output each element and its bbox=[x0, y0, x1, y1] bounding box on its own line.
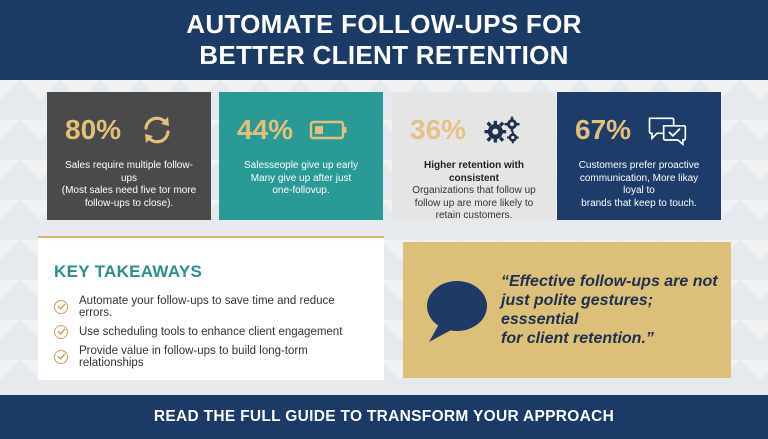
quote-panel: “Effective follow-ups are not just polit… bbox=[403, 242, 731, 378]
takeaway-text: Use scheduling tools to enhance client e… bbox=[79, 325, 343, 338]
takeaways-title: KEY TAKEAWAYS bbox=[54, 262, 203, 281]
stat-text-line: Higher retention with consistent bbox=[424, 160, 524, 184]
list-item: Automate your follow-ups to save time an… bbox=[54, 294, 366, 319]
stat-text-line: Many give up after just bbox=[250, 172, 352, 184]
stat-value: 67% bbox=[575, 114, 632, 145]
chat-bubbles-check-icon bbox=[647, 112, 687, 148]
stat-text-line: Organizations that follow up bbox=[412, 185, 536, 196]
stat-text-line: communication, More likay loyal to bbox=[579, 172, 699, 197]
quote-line: for client retention.” bbox=[501, 330, 654, 347]
stats-row: 80% Sales require multiple follow-ups (M… bbox=[47, 92, 721, 221]
refresh-cycle-icon bbox=[137, 112, 177, 148]
speech-bubble-icon bbox=[417, 272, 493, 348]
gears-icon bbox=[482, 112, 522, 148]
list-item: Use scheduling tools to enhance client e… bbox=[54, 319, 366, 344]
page-title-line-2: BETTER CLIENT RETENTION bbox=[199, 40, 569, 70]
stat-text-line: retain customers. bbox=[435, 210, 513, 221]
footer-cta-banner[interactable]: READ THE FULL GUIDE TO TRANSFORM YOUR AP… bbox=[0, 395, 768, 439]
stat-text-line: (Most sales need five tor more bbox=[61, 185, 197, 196]
check-circle-icon bbox=[54, 349, 68, 364]
stat-text-line: Customers prefer proactive bbox=[578, 160, 700, 171]
read-guide-link[interactable]: READ THE FULL GUIDE TO TRANSFORM YOUR AP… bbox=[153, 408, 615, 425]
stat-text-line: one-follovup. bbox=[272, 185, 330, 196]
check-circle-icon bbox=[54, 299, 68, 314]
stat-text-line: Salesseople give up early bbox=[244, 160, 358, 171]
stat-card-give-up-early: 44% Salesseople give up early Many give … bbox=[219, 92, 383, 220]
check-circle-icon bbox=[54, 324, 68, 339]
quote-line: just polite gestures; esssential bbox=[501, 292, 654, 328]
takeaway-text: Automate your follow-ups to save time an… bbox=[79, 294, 335, 319]
header-banner: AUTOMATE FOLLOW-UPS FOR BETTER CLIENT RE… bbox=[0, 0, 768, 80]
quote-line: “Effective follow-ups are not bbox=[501, 273, 718, 290]
quote-text: “Effective follow-ups are not just polit… bbox=[501, 272, 731, 348]
stat-card-proactive-communication: 67% Customers prefer proactive communica… bbox=[557, 92, 721, 220]
page-title-line-1: AUTOMATE FOLLOW-UPS FOR bbox=[186, 9, 582, 39]
stat-value: 80% bbox=[65, 114, 122, 145]
stat-value: 44% bbox=[237, 114, 294, 145]
stat-value: 36% bbox=[410, 114, 467, 145]
stat-text-line: follow up are more likely to bbox=[414, 197, 534, 209]
stat-card-sales-followups: 80% Sales require multiple follow-ups (M… bbox=[47, 92, 211, 220]
list-item: Provide value in follow-ups to build lon… bbox=[54, 344, 366, 369]
key-takeaways-panel: KEY TAKEAWAYS Automate your follow-ups t… bbox=[38, 236, 384, 380]
stat-text-line: brands that keep to touch. bbox=[581, 197, 697, 209]
stat-text-line: Sales require multiple follow-ups bbox=[65, 160, 193, 184]
low-battery-icon bbox=[309, 112, 349, 148]
stat-card-higher-retention: 36% bbox=[392, 92, 556, 221]
stat-text-line: follow-ups to close). bbox=[84, 197, 174, 209]
takeaway-text: Provide value in follow-ups to build lon… bbox=[79, 344, 308, 369]
